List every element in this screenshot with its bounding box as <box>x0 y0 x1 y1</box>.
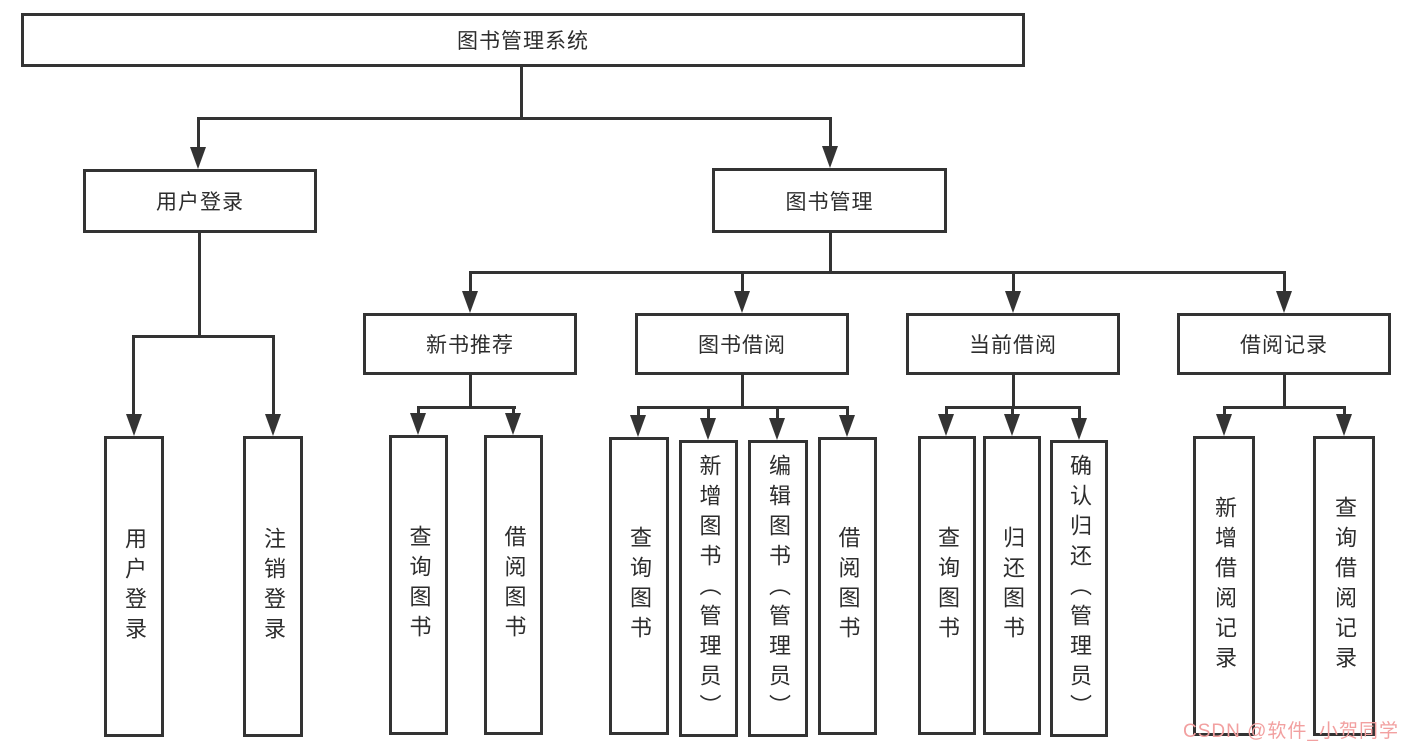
arrow-down-icon <box>630 415 646 437</box>
node-label: 用户登录 <box>156 191 244 214</box>
arrow-down-icon <box>938 414 954 436</box>
connector-line <box>469 271 1286 274</box>
node-label: 图书管理 <box>785 190 874 214</box>
arrow-down-icon <box>265 414 281 436</box>
arrow-down-icon <box>1071 418 1087 440</box>
arrow-down-icon <box>190 147 206 169</box>
arrow-down-icon <box>700 418 716 440</box>
node-book-management-branch: 图书管理 <box>712 168 947 233</box>
arrow-down-icon <box>839 415 855 437</box>
connector-line <box>469 271 472 293</box>
connector-line <box>1012 271 1015 293</box>
connector-line <box>1283 271 1286 293</box>
leaf-label: 注销登录 <box>261 526 286 647</box>
connector-line <box>1012 375 1015 408</box>
leaf-query-books-recommend: 查询图书 <box>389 435 448 735</box>
leaf-query-borrow-record: 查询借阅记录 <box>1313 436 1375 736</box>
arrow-down-icon <box>1004 414 1020 436</box>
node-label: 图书管理系统 <box>457 30 589 53</box>
arrow-down-icon <box>462 291 478 313</box>
arrow-down-icon <box>126 414 142 436</box>
leaf-user-login: 用户登录 <box>104 436 164 737</box>
leaf-edit-books-admin: 编辑图书（管理员） <box>748 440 808 737</box>
connector-line <box>707 406 710 419</box>
leaf-label: 查询图书 <box>935 525 960 646</box>
leaf-label: 查询图书 <box>406 525 432 645</box>
leaf-label: 查询借阅记录 <box>1332 496 1357 676</box>
leaf-label: 新增图书（管理员） <box>696 453 722 724</box>
arrow-down-icon <box>410 413 426 435</box>
node-label: 当前借阅 <box>969 334 1057 357</box>
connector-line <box>1011 406 1014 416</box>
connector-line <box>1343 406 1346 416</box>
connector-line <box>198 233 201 338</box>
leaf-query-books-borrow: 查询图书 <box>609 437 669 735</box>
connector-line <box>1223 406 1226 416</box>
csdn-watermark: CSDN @软件_小贺同学 <box>1183 721 1399 742</box>
connector-line <box>829 117 832 147</box>
connector-line <box>741 375 744 408</box>
connector-line <box>829 233 832 274</box>
arrow-down-icon <box>1216 414 1232 436</box>
node-user-login-branch: 用户登录 <box>83 169 317 233</box>
connector-line <box>776 406 779 419</box>
leaf-return-books: 归还图书 <box>983 436 1041 735</box>
connector-line <box>132 335 135 415</box>
connector-line <box>417 406 420 416</box>
node-borrowing-records: 借阅记录 <box>1177 313 1391 375</box>
connector-line <box>846 406 849 419</box>
leaf-add-books-admin: 新增图书（管理员） <box>679 440 738 737</box>
connector-line <box>272 335 275 415</box>
leaf-label: 查询图书 <box>627 526 652 646</box>
leaf-label: 用户登录 <box>122 526 147 647</box>
connector-line <box>197 117 832 120</box>
connector-line <box>637 406 849 409</box>
leaf-confirm-return-admin: 确认归还（管理员） <box>1050 440 1108 737</box>
connector-line <box>1223 406 1346 409</box>
arrow-down-icon <box>822 146 838 168</box>
connector-line <box>1078 406 1081 419</box>
node-label: 图书借阅 <box>698 334 786 357</box>
node-current-borrowing: 当前借阅 <box>906 313 1120 375</box>
leaf-label: 借阅图书 <box>501 525 527 645</box>
leaf-logout: 注销登录 <box>243 436 303 737</box>
connector-line <box>133 335 275 338</box>
arrow-down-icon <box>1276 291 1292 313</box>
node-label: 新书推荐 <box>426 334 514 357</box>
connector-line <box>1283 375 1286 408</box>
leaf-borrow-books: 借阅图书 <box>818 437 877 735</box>
connector-line <box>637 406 640 419</box>
node-label: 借阅记录 <box>1240 334 1328 357</box>
arrow-down-icon <box>505 413 521 435</box>
connector-line <box>945 406 948 416</box>
leaf-label: 归还图书 <box>1000 525 1025 646</box>
connector-line <box>469 375 472 408</box>
connector-line <box>417 406 516 409</box>
connector-line <box>520 66 523 119</box>
connector-line <box>197 117 200 148</box>
arrow-down-icon <box>1336 414 1352 436</box>
leaf-label: 编辑图书（管理员） <box>766 453 791 724</box>
node-book-management-system: 图书管理系统 <box>21 13 1025 67</box>
leaf-label: 确认归还（管理员） <box>1067 453 1092 724</box>
leaf-query-books-current: 查询图书 <box>918 436 976 735</box>
arrow-down-icon <box>1005 291 1021 313</box>
node-book-borrowing: 图书借阅 <box>635 313 849 375</box>
leaf-label: 借阅图书 <box>835 526 861 646</box>
leaf-borrow-books-recommend: 借阅图书 <box>484 435 543 735</box>
leaf-add-borrow-record: 新增借阅记录 <box>1193 436 1255 736</box>
leaf-label: 新增借阅记录 <box>1212 496 1237 676</box>
arrow-down-icon <box>769 418 785 440</box>
arrow-down-icon <box>734 291 750 313</box>
connector-line <box>512 406 515 416</box>
connector-line <box>741 271 744 293</box>
node-new-book-recommendation: 新书推荐 <box>363 313 577 375</box>
